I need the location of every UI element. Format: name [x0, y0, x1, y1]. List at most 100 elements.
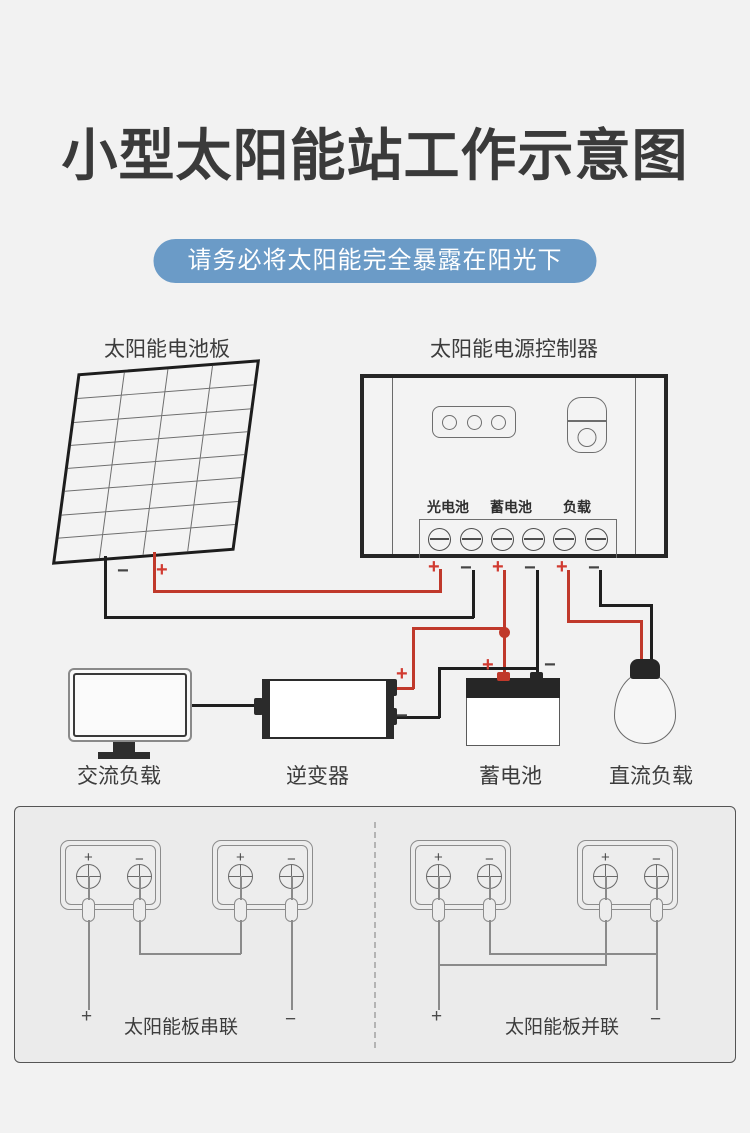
- series-box2-plus-sign: +: [236, 849, 245, 866]
- solar-panel-grid: [51, 359, 261, 565]
- series-output-positive-lead: [88, 920, 90, 1010]
- parallel-box2-plus-sign: +: [601, 849, 610, 866]
- wire-inverter-positive-seg2: [412, 627, 415, 689]
- dc-load-bulb-glass: [614, 672, 676, 744]
- screw-terminal-icon[interactable]: [490, 527, 514, 551]
- screw-terminal-icon[interactable]: [553, 527, 577, 551]
- screw-terminal-icon[interactable]: [428, 527, 452, 551]
- controller-sign-load-minus: −: [588, 557, 600, 579]
- inverter-left-cap: [262, 681, 270, 737]
- series-stem-b2n: [291, 876, 293, 900]
- junction-box-inner-frame: [217, 845, 308, 905]
- panel-cell: [55, 534, 103, 562]
- series-box2-negative-gland: [285, 898, 298, 922]
- panel-cell: [188, 525, 235, 552]
- controller-sign-load-plus: +: [556, 556, 568, 578]
- wire-load-positive-seg3: [640, 620, 643, 665]
- parallel-stem-b1p: [438, 876, 440, 900]
- wire-inverter-negative-seg2: [438, 667, 441, 718]
- parallel-output-negative-lead: [656, 953, 658, 1010]
- inverter-body: [262, 679, 394, 739]
- screw-terminal-icon[interactable]: [584, 527, 608, 551]
- wire-inverter-positive-seg3: [394, 687, 414, 690]
- parallel-minus-bus-seg1: [489, 920, 491, 954]
- battery-negative-post: [530, 672, 543, 681]
- inverter-dc-positive-terminal: [388, 679, 397, 696]
- parallel-minus-bus-seg2: [489, 953, 657, 955]
- wire-inverter-negative-seg3: [438, 667, 538, 670]
- panel-cell: [99, 531, 147, 559]
- wire-battery-negative: [536, 570, 539, 680]
- series-box2-positive-gland: [234, 898, 247, 922]
- series-link-seg3: [240, 920, 242, 954]
- dc-load-bulb-cap: [630, 659, 660, 679]
- dc-load-label: 直流负载: [609, 765, 693, 788]
- series-link-seg1: [139, 920, 141, 954]
- battery-negative-sign: −: [544, 654, 556, 676]
- series-box1-negative-gland: [133, 898, 146, 922]
- parallel-lead-minus-sign: −: [650, 1009, 662, 1030]
- inverter-positive-sign: +: [396, 663, 408, 685]
- wire-ac-load-to-inverter: [192, 704, 254, 707]
- controller-sign-bat-minus: −: [524, 557, 536, 579]
- wire-junction-node: [499, 627, 510, 638]
- battery-top-cover: [466, 678, 560, 698]
- series-box1-minus-sign: −: [135, 851, 144, 868]
- button-split-line: [568, 420, 606, 422]
- subtitle-banner: 请务必将太阳能完全暴露在阳光下: [153, 239, 597, 283]
- series-stem-b1p: [88, 876, 90, 900]
- monitor-neck: [113, 742, 135, 752]
- parallel-minus-bus-seg3: [656, 920, 658, 954]
- wire-pv-negative-seg2: [104, 616, 474, 619]
- wire-pv-positive-seg1: [153, 552, 156, 592]
- controller-sign-pv-plus: +: [428, 556, 440, 578]
- inverter-ac-terminal: [254, 698, 263, 715]
- wire-battery-positive: [503, 570, 506, 680]
- junction-box-inner-frame: [415, 845, 506, 905]
- ac-load-label: 交流负载: [77, 765, 161, 788]
- status-led-icon: [442, 414, 458, 430]
- controller-left-seam: [392, 378, 393, 554]
- parallel-box2-positive-gland: [599, 898, 612, 922]
- controller-sign-pv-minus: −: [460, 557, 472, 579]
- series-box2-minus-sign: −: [287, 851, 296, 868]
- parallel-stem-b2n: [656, 876, 658, 900]
- screw-terminal-icon[interactable]: [459, 527, 483, 551]
- panel-cell: [143, 528, 191, 555]
- parallel-box1-plus-sign: +: [434, 849, 443, 866]
- wire-pv-negative-seg3: [472, 570, 475, 618]
- modes-divider: [374, 822, 376, 1048]
- parallel-box1-positive-gland: [432, 898, 445, 922]
- junction-box-inner-frame: [582, 845, 673, 905]
- controller-led-group: [432, 406, 516, 438]
- parallel-plus-bus-seg1: [605, 920, 607, 965]
- parallel-lead-plus-sign: +: [431, 1006, 443, 1027]
- controller-right-seam: [635, 378, 636, 554]
- wire-inverter-negative-seg1: [394, 716, 440, 719]
- inverter-label: 逆变器: [286, 765, 349, 788]
- parallel-box2-negative-gland: [650, 898, 663, 922]
- wire-inverter-positive-seg1: [412, 627, 504, 630]
- screw-terminal-icon[interactable]: [522, 527, 546, 551]
- wire-pv-positive-seg2: [153, 590, 442, 593]
- parallel-output-positive-lead: [438, 920, 440, 1010]
- series-box1-positive-gland: [82, 898, 95, 922]
- wire-pv-negative-seg1: [104, 556, 107, 618]
- junction-box-inner-frame: [65, 845, 156, 905]
- wire-load-positive-seg1: [567, 570, 570, 622]
- terminal-block: [419, 519, 617, 558]
- parallel-box1-minus-sign: −: [485, 851, 494, 868]
- controller-button[interactable]: [567, 397, 607, 453]
- parallel-stem-b2p: [605, 876, 607, 900]
- charge-controller-body: [360, 374, 668, 558]
- parallel-box1-negative-gland: [483, 898, 496, 922]
- battery-positive-post: [497, 672, 510, 681]
- button-dot-icon: [577, 428, 597, 447]
- series-box1-plus-sign: +: [84, 849, 93, 866]
- ac-load-monitor: [68, 668, 192, 742]
- solar-panel-graphic: [51, 359, 261, 565]
- wire-load-negative-seg3: [650, 604, 653, 666]
- inverter-negative-sign: −: [396, 705, 408, 727]
- solar-panel-label: 太阳能电池板: [104, 338, 230, 361]
